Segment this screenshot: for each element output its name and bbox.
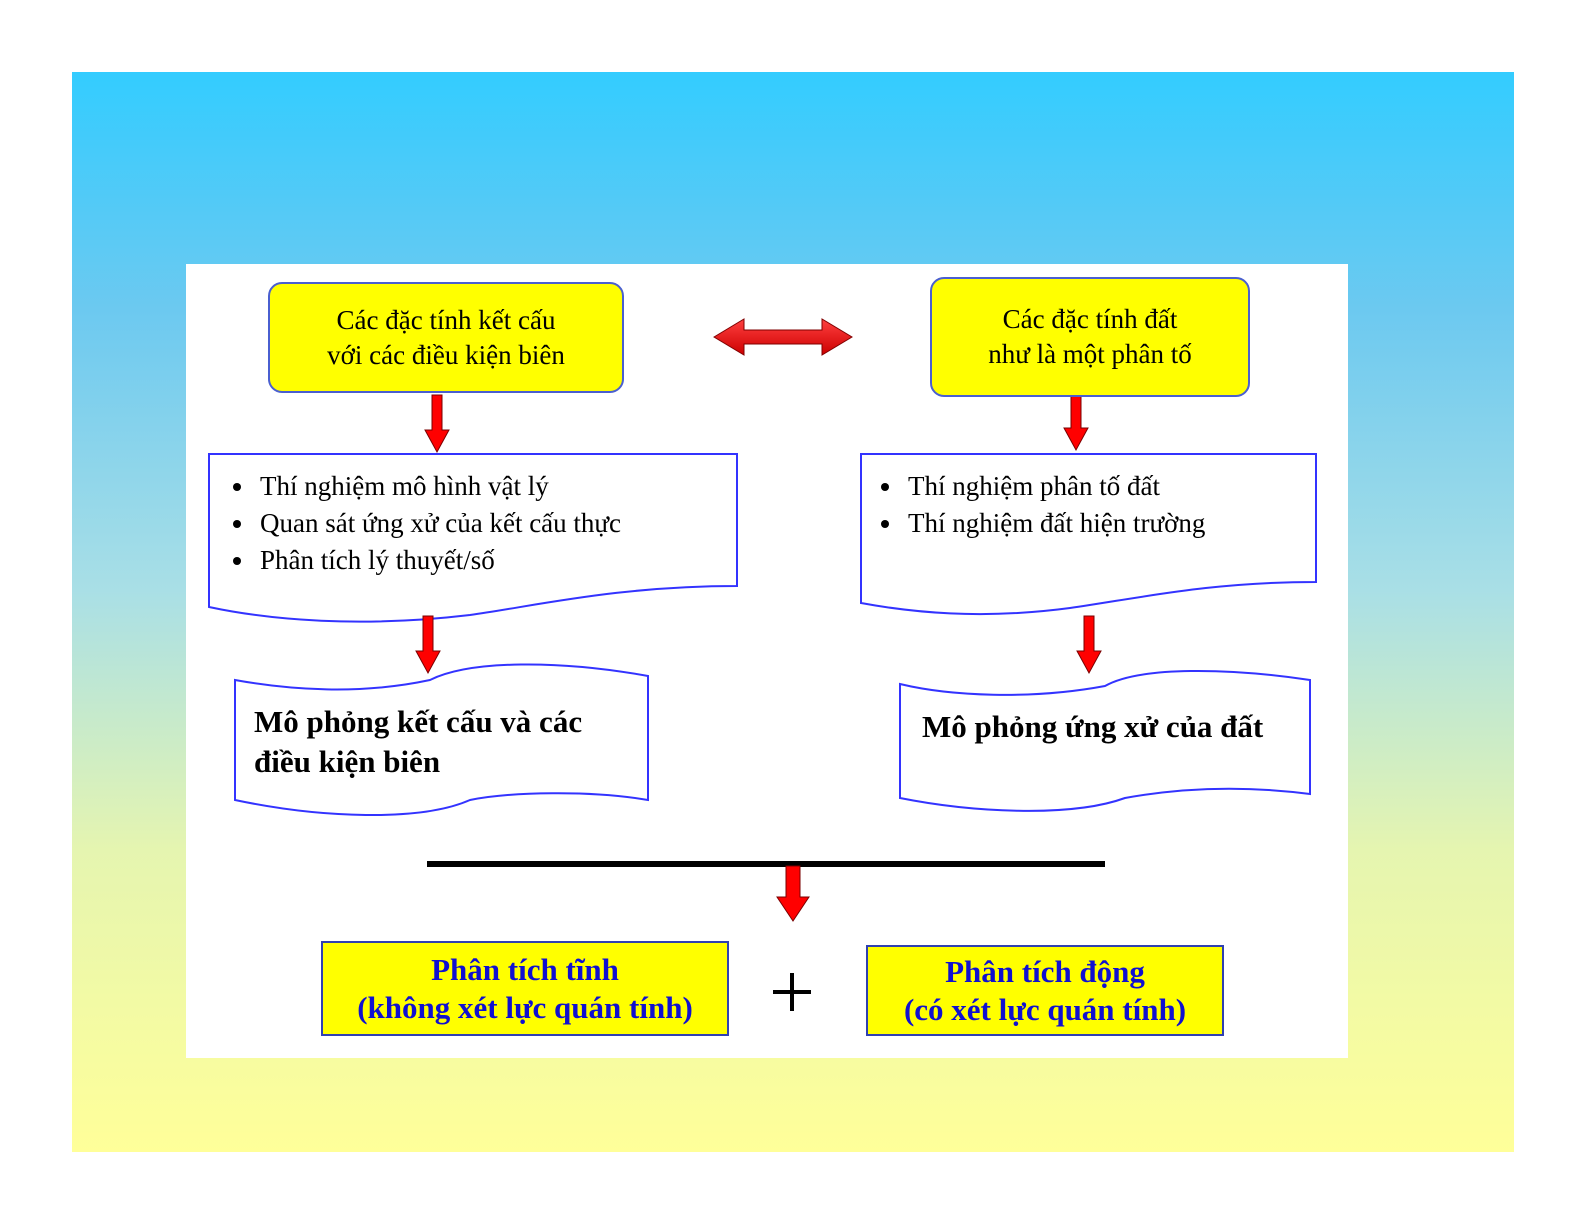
merge-bar: [427, 861, 1105, 867]
right-result-text: Mô phỏng ứng xử của đất: [922, 707, 1312, 747]
right-result-tape: [899, 669, 1311, 812]
top-left-box-line-1: Các đặc tính kết cấu: [336, 304, 556, 335]
left-list: Thí nghiệm mô hình vật lý Quan sát ứng x…: [222, 468, 732, 579]
bottom-right-box-line-2: (có xét lực quán tính): [903, 991, 1187, 1027]
top-right-box-line-2: như là một phân tố: [988, 339, 1192, 369]
bottom-left-box-line-2: (không xét lực quán tính): [357, 989, 693, 1025]
down-arrow-1: [424, 394, 450, 454]
left-list-item: Quan sát ứng xử của kết cấu thực: [256, 505, 732, 542]
right-list: Thí nghiệm phân tố đất Thí nghiệm đất hi…: [870, 468, 1310, 542]
bottom-left-box: Phân tích tĩnh (không xét lực quán tính): [321, 941, 729, 1036]
bottom-left-box-line-1: Phân tích tĩnh: [431, 951, 619, 987]
top-left-box: Các đặc tính kết cấu với các điều kiện b…: [268, 282, 624, 393]
bottom-right-box: Phân tích động (có xét lực quán tính): [866, 945, 1224, 1036]
left-result-text: Mô phỏng kết cấu và các điều kiện biên: [254, 702, 644, 782]
down-arrow-2: [1063, 392, 1089, 452]
left-result-line-2: điều kiện biên: [254, 744, 441, 779]
double-arrow: [713, 318, 853, 356]
left-result-line-1: Mô phỏng kết cấu và các: [254, 704, 583, 739]
top-right-box-line-1: Các đặc tính đất: [1002, 304, 1178, 334]
plus-icon: [773, 973, 811, 1011]
right-result-line-1: Mô phỏng ứng xử của đất: [922, 709, 1264, 744]
left-list-item: Thí nghiệm mô hình vật lý: [256, 468, 732, 505]
right-list-item: Thí nghiệm đất hiện trường: [904, 505, 1310, 542]
top-left-box-line-2: với các điều kiện biên: [327, 339, 565, 370]
left-result-tape: [234, 663, 649, 816]
bottom-right-box-line-1: Phân tích động: [945, 953, 1145, 989]
down-arrow-3: [415, 615, 441, 675]
top-right-box: Các đặc tính đất như là một phân tố: [930, 277, 1250, 397]
right-list-item: Thí nghiệm phân tố đất: [904, 468, 1310, 505]
left-list-item: Phân tích lý thuyết/số: [256, 542, 732, 579]
right-list-document: [860, 453, 1317, 616]
left-list-document: [208, 453, 738, 623]
down-arrow-5: [776, 865, 810, 922]
down-arrow-4: [1076, 615, 1102, 675]
